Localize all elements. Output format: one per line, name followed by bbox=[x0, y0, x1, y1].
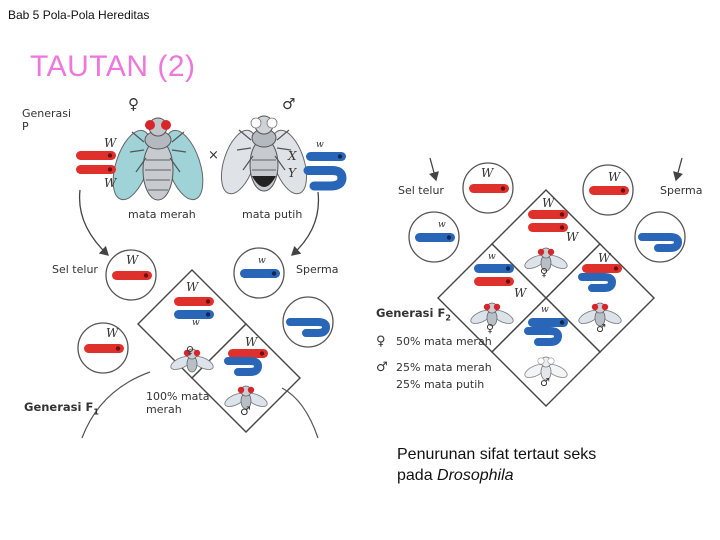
allele-w-p: w bbox=[316, 140, 324, 150]
egg2-allele-W: W bbox=[106, 326, 119, 340]
chapter-header: Bab 5 Pola-Pola Hereditas bbox=[8, 8, 150, 22]
male-fly-white-eyes bbox=[220, 115, 308, 195]
f2-bottom-male-symbol: ♂ bbox=[540, 376, 550, 389]
f1-male-symbol: ♂ bbox=[240, 404, 251, 418]
figure-caption: Penurunan sifat tertaut seks pada Drosop… bbox=[397, 444, 596, 486]
f2-diamond-bottom bbox=[491, 297, 601, 407]
legend-row-2: ♂25% mata merah bbox=[376, 360, 492, 375]
sel-telur-label: Sel telur bbox=[52, 263, 98, 276]
f2-sperm1-allele: W bbox=[608, 170, 621, 184]
f2-sel-telur-label: Sel telur bbox=[398, 184, 444, 197]
caption-line-2: pada Drosophila bbox=[397, 467, 514, 484]
allele-W-1: W bbox=[104, 136, 117, 150]
f2-top-allele-W2: W bbox=[566, 230, 579, 244]
allele-W-2: W bbox=[104, 176, 117, 190]
generasi-p-label-2: P bbox=[22, 120, 29, 133]
female-symbol: ♀ bbox=[128, 95, 139, 113]
f2-top-allele-W: W bbox=[542, 196, 555, 210]
slide-title: TAUTAN (2) bbox=[30, 50, 196, 83]
sperm-allele-w: w bbox=[258, 256, 266, 266]
mata-putih-label: mata putih bbox=[242, 208, 303, 221]
f2-right-allele-W: W bbox=[598, 251, 611, 265]
generasi-f2-label: Generasi F2 bbox=[376, 306, 451, 323]
f1-female-symbol: ♀ bbox=[186, 344, 195, 357]
chromosome-y-label: Y bbox=[288, 166, 296, 180]
sperma-label: Sperma bbox=[296, 263, 339, 276]
f2-egg1-allele: W bbox=[481, 166, 494, 180]
f2-left-allele-w: w bbox=[488, 252, 496, 262]
f2-left-female-symbol: ♀ bbox=[486, 322, 495, 335]
f2-sperma-label: Sperma bbox=[660, 184, 703, 197]
f2-right-male-symbol: ♂ bbox=[596, 322, 606, 335]
f2-top-female-symbol: ♀ bbox=[540, 266, 549, 279]
egg-allele-W: W bbox=[126, 253, 139, 267]
f1-female-allele-w: w bbox=[192, 318, 200, 328]
legend-row-1: ♀50% mata merah bbox=[376, 334, 492, 349]
caption-line-1: Penurunan sifat tertaut seks bbox=[397, 446, 597, 463]
f1-male-diamond bbox=[191, 323, 301, 433]
f2-egg2-allele: w bbox=[438, 220, 446, 230]
mata-merah-label: mata merah bbox=[128, 208, 196, 221]
f1-percent-line2: merah bbox=[146, 403, 182, 416]
f2-bottom-allele-w: w bbox=[541, 305, 549, 315]
generasi-f1-label: Generasi F1 bbox=[24, 400, 99, 417]
f2-left-allele-W: W bbox=[514, 286, 527, 300]
f1-male-allele-W: W bbox=[245, 335, 258, 349]
f1-percent-line1: 100% mata bbox=[146, 390, 210, 403]
cross-symbol: × bbox=[208, 148, 219, 163]
chromosome-x-label: X bbox=[288, 149, 297, 163]
male-symbol: ♂ bbox=[282, 95, 296, 113]
legend-row-3: 25% mata putih bbox=[396, 378, 485, 391]
female-fly-red-eyes bbox=[112, 117, 204, 201]
f1-female-allele-W: W bbox=[186, 280, 199, 294]
generasi-p-label-1: Generasi bbox=[22, 107, 72, 120]
